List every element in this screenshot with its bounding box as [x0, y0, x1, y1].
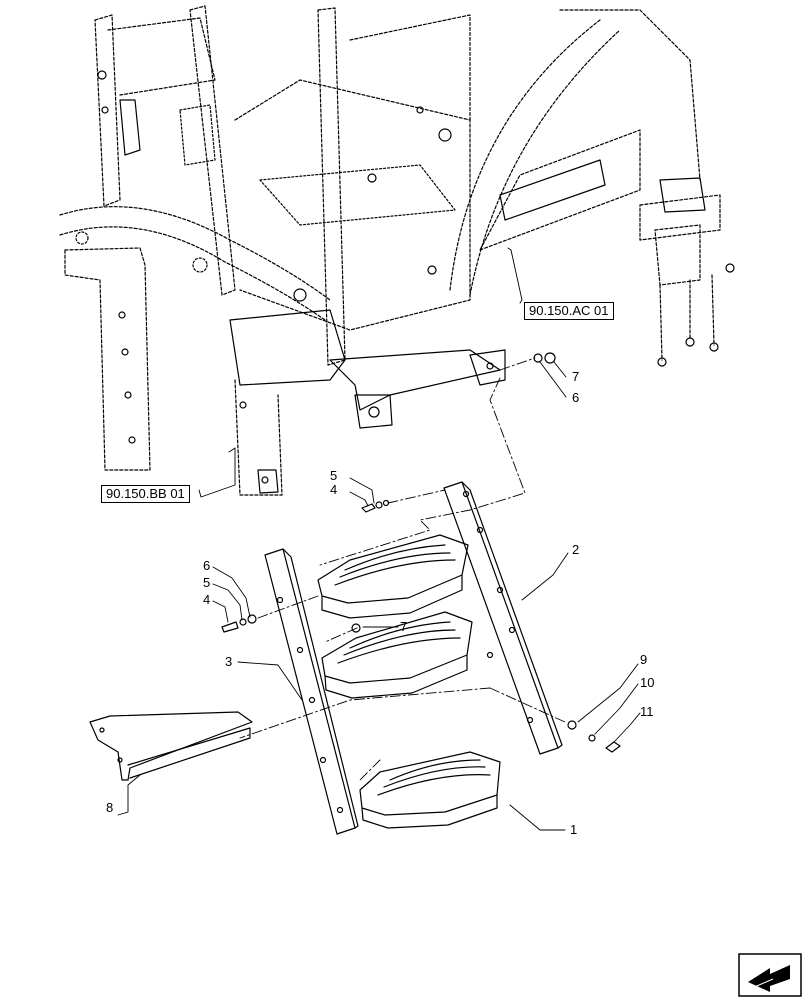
callout-11: 11: [640, 704, 654, 719]
middle-step-tread: [321, 611, 473, 699]
callout-8: 8: [106, 800, 114, 815]
callout-9: 9: [640, 652, 648, 667]
callout-leaders: [117, 247, 641, 831]
right-step-rail: [443, 481, 563, 755]
callout-5-lower: 5: [203, 575, 211, 590]
callout-5-upper: 5: [330, 468, 338, 483]
callout-4-upper: 4: [330, 482, 338, 497]
upper-step-tread: [317, 534, 469, 619]
left-step-rail: [264, 548, 359, 835]
callout-7-lower: 7: [400, 619, 408, 634]
callout-4-lower: 4: [203, 592, 211, 607]
callout-7-upper: 7: [572, 369, 580, 384]
callout-3: 3: [225, 654, 233, 669]
assembly-lines: [239, 357, 566, 781]
callout-2: 2: [572, 542, 580, 557]
fasteners: [221, 352, 621, 753]
cab-frame-assembly: [59, 5, 735, 496]
bottom-step-tread: [359, 751, 501, 829]
lower-mount-bracket: [89, 711, 253, 781]
callout-6-upper: 6: [572, 390, 580, 405]
callout-1: 1: [570, 822, 578, 837]
reference-90-150-bb-01[interactable]: 90.150.BB 01: [101, 485, 190, 503]
next-page-arrow-icon[interactable]: [738, 953, 802, 997]
callout-10: 10: [640, 675, 655, 690]
callout-6-lower: 6: [203, 558, 211, 573]
reference-90-150-ac-01[interactable]: 90.150.AC 01: [524, 302, 614, 320]
